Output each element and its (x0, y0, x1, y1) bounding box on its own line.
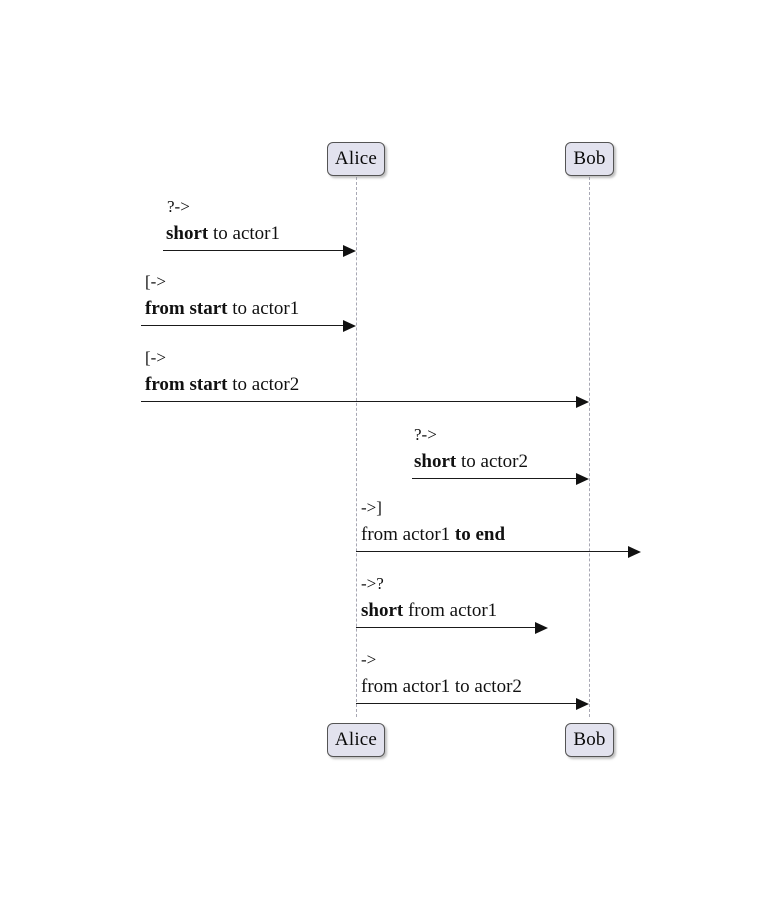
message-arrowhead (576, 472, 589, 485)
message-line (356, 627, 537, 628)
message-line (163, 250, 345, 251)
message-text-label: short to actor1 (166, 223, 280, 244)
actor-label-alice-bottom: Alice (334, 729, 378, 750)
actor-box-alice-top[interactable]: Alice (327, 142, 385, 176)
message-arrowhead (343, 244, 356, 257)
message-line (412, 478, 578, 479)
actor-box-bob-bottom[interactable]: Bob (565, 723, 614, 757)
actor-label-bob-bottom: Bob (573, 729, 606, 750)
lifeline-bob (589, 177, 590, 717)
message-syntax-label: [-> (145, 348, 166, 367)
message-syntax-label: -> (361, 650, 377, 669)
message-arrowhead (535, 621, 548, 634)
message-text-label: from actor1 to actor2 (361, 676, 522, 697)
message-syntax-label: ->? (361, 574, 384, 593)
message-line (141, 401, 578, 402)
message-text-label: from start to actor1 (145, 298, 300, 319)
message-text-label: short from actor1 (361, 600, 498, 621)
message-line (356, 703, 578, 704)
message-arrowhead (576, 395, 589, 408)
message-arrowhead (576, 697, 589, 710)
message-line (141, 325, 345, 326)
message-arrowhead (628, 545, 641, 558)
message-text-label: from start to actor2 (145, 374, 300, 395)
message-text-label: from actor1 to end (361, 524, 506, 545)
actor-box-alice-bottom[interactable]: Alice (327, 723, 385, 757)
message-text-label: short to actor2 (414, 451, 528, 472)
message-syntax-label: ->] (361, 498, 382, 517)
actor-label-bob-top: Bob (573, 148, 606, 169)
actor-box-bob-top[interactable]: Bob (565, 142, 614, 176)
message-syntax-label: ?-> (414, 425, 437, 444)
message-syntax-label: [-> (145, 272, 166, 291)
lifeline-alice (356, 177, 357, 717)
message-arrowhead (343, 319, 356, 332)
message-line (356, 551, 630, 552)
actor-label-alice-top: Alice (334, 148, 378, 169)
message-syntax-label: ?-> (167, 197, 190, 216)
